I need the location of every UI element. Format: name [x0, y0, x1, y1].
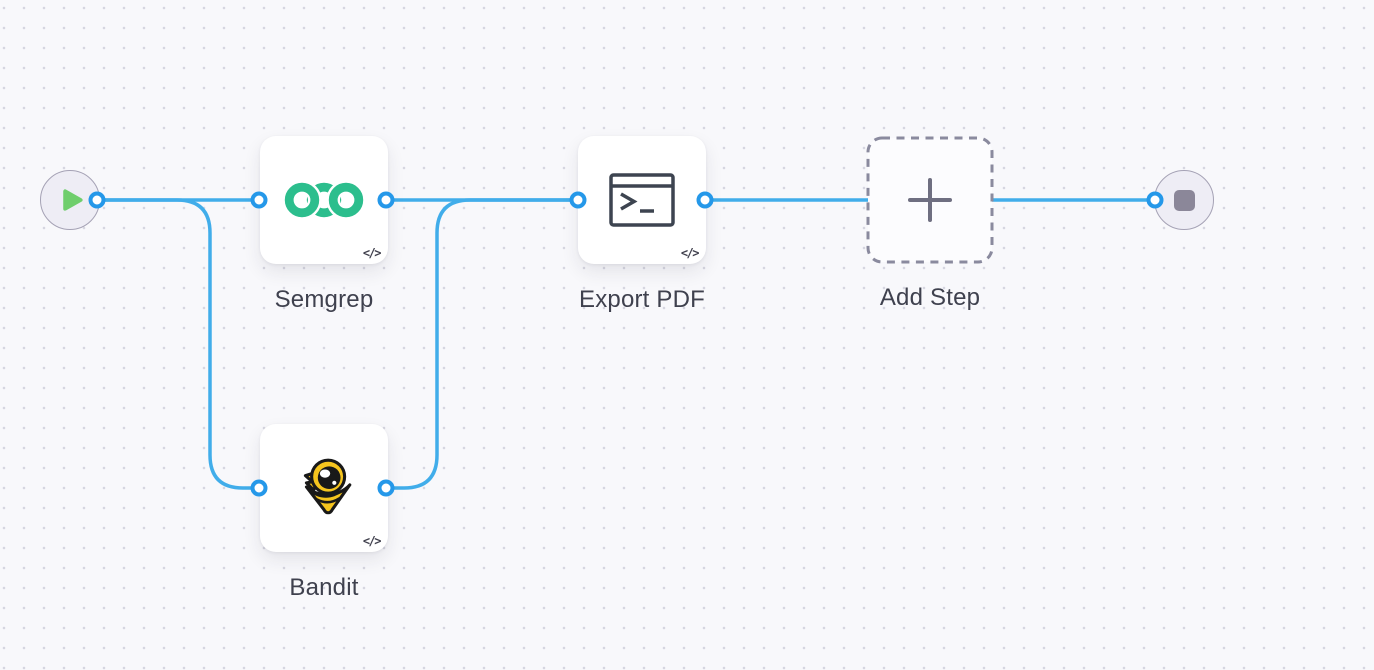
step-label-export-pdf: Export PDF	[578, 286, 706, 313]
add-step-button[interactable]	[866, 136, 994, 264]
stop-icon	[1173, 189, 1195, 211]
step-card-bandit[interactable]: </>	[260, 424, 388, 552]
step-label-bandit: Bandit	[289, 574, 359, 601]
port-export-out[interactable]	[696, 191, 714, 209]
edge-bandit-export[interactable]	[384, 198, 580, 490]
bandit-mascot-icon	[303, 458, 352, 515]
semgrep-rings-icon	[284, 182, 364, 218]
step-card-semgrep[interactable]: </>	[260, 136, 388, 264]
port-semgrep-out[interactable]	[377, 191, 395, 209]
port-bandit-in[interactable]	[250, 479, 268, 497]
port-semgrep-in[interactable]	[250, 191, 268, 209]
code-badge-icon: </>	[680, 246, 700, 260]
edge-start-bandit[interactable]	[95, 198, 261, 490]
code-badge-icon: </>	[362, 534, 382, 548]
port-start-out[interactable]	[88, 191, 106, 209]
step-label-semgrep: Semgrep	[274, 286, 374, 313]
port-export-in[interactable]	[569, 191, 587, 209]
code-badge-icon: </>	[362, 246, 382, 260]
step-card-export-pdf[interactable]: </>	[578, 136, 706, 264]
port-end-in[interactable]	[1146, 191, 1164, 209]
port-bandit-out[interactable]	[377, 479, 395, 497]
play-icon	[63, 189, 83, 211]
step-label-add-step: Add Step	[879, 284, 981, 311]
plus-icon	[908, 178, 952, 222]
terminal-icon	[609, 173, 675, 227]
